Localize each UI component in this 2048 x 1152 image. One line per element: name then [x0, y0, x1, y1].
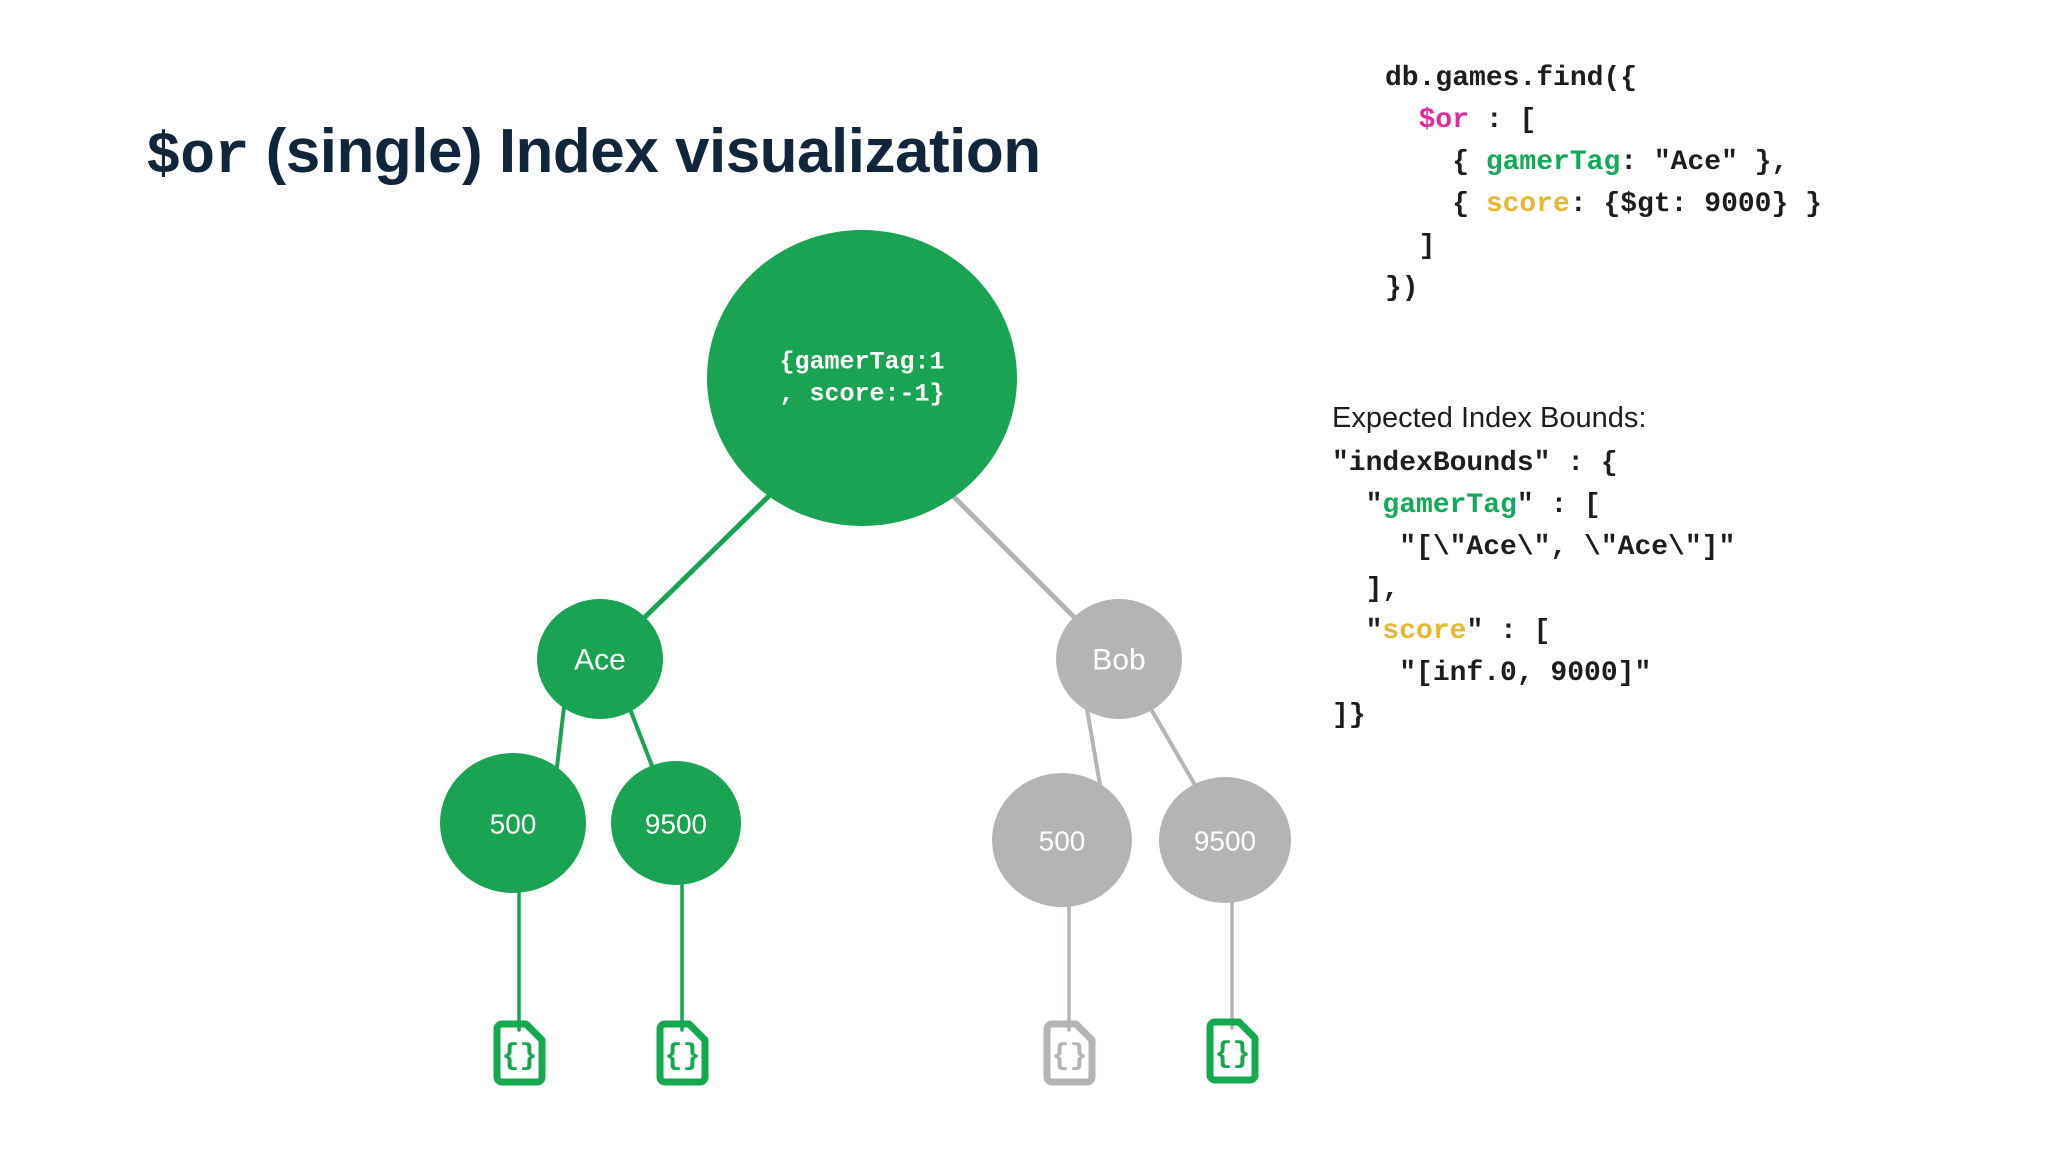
tree-edges-group	[517, 490, 1234, 1032]
tree-node-root-label-line2: , score:-1}	[779, 380, 944, 409]
query-code-line: $or : [	[1385, 100, 1822, 142]
document-outline	[1206, 1018, 1259, 1084]
page-title-operator: $or	[146, 125, 249, 190]
braces-icon: {}	[664, 1040, 700, 1074]
document-outline	[1043, 1020, 1096, 1086]
index-bounds-code-token: " : [	[1466, 616, 1551, 647]
index-bounds-code-line: "indexBounds" : {	[1332, 443, 1735, 485]
tree-node-level3-score[interactable]	[992, 773, 1132, 907]
index-bounds-code-line: ],	[1332, 569, 1735, 611]
tree-node-level3-label: 500	[1039, 826, 1086, 857]
query-code-token: : {$gt: 9000} }	[1569, 189, 1822, 220]
document-icon[interactable]: {}	[1206, 1018, 1259, 1084]
tree-nodes-group: {gamerTag:1 , score:-1} Ace Bob 500 9500 500 95…	[440, 230, 1291, 907]
query-code-line: ]	[1385, 226, 1822, 268]
index-bounds-code-token: "[inf.0, 9000]"	[1332, 658, 1652, 689]
tree-node-level3-label: 500	[490, 809, 537, 840]
index-bounds-code-token: score	[1382, 616, 1467, 647]
index-bounds-code-token: ]}	[1332, 700, 1366, 731]
index-bounds-code-token: "	[1332, 616, 1383, 647]
query-code-token: $or	[1418, 105, 1470, 136]
query-code-line: })	[1385, 268, 1822, 310]
page-title: $or (single) Index visualization	[146, 119, 1041, 189]
index-bounds-code-line: "[inf.0, 9000]"	[1332, 653, 1735, 695]
query-code-token: score	[1485, 189, 1570, 220]
tree-node-root-label-line1: {gamerTag:1	[779, 348, 944, 377]
index-bounds-code-token: " : [	[1516, 490, 1601, 521]
tree-documents-group: {} {} {} {}	[493, 1018, 1259, 1086]
tree-node-level2-bob[interactable]	[1056, 599, 1182, 719]
tree-node-level3-score[interactable]	[440, 753, 586, 893]
document-icon[interactable]: {}	[1043, 1020, 1096, 1086]
tree-node-level2-label: Bob	[1092, 644, 1145, 677]
braces-icon: {}	[501, 1040, 537, 1074]
braces-icon: {}	[1214, 1038, 1250, 1072]
tree-node-level3-score[interactable]	[1159, 777, 1291, 903]
query-code-block: db.games.find({ $or : [ { gamerTag: "Ace…	[1385, 58, 1822, 310]
query-code-token: })	[1385, 273, 1419, 304]
index-bounds-code-block: "indexBounds" : { "gamerTag" : [ "[\"Ace…	[1332, 443, 1735, 737]
braces-icon: {}	[1051, 1040, 1087, 1074]
tree-edge-root-left	[642, 490, 775, 620]
tree-edge-bob-left	[1085, 707, 1102, 787]
query-code-line: db.games.find({	[1385, 58, 1822, 100]
tree-node-level2-ace[interactable]	[537, 599, 663, 719]
tree-edge-ace-left	[555, 705, 566, 769]
tree-edge-ace-right	[628, 707, 654, 768]
query-code-token: {	[1385, 189, 1486, 220]
query-code-token: ]	[1385, 231, 1436, 262]
document-outline	[493, 1020, 546, 1086]
query-code-line: { gamerTag: "Ace" },	[1385, 142, 1822, 184]
index-bounds-code-line: "[\"Ace\", \"Ace\"]"	[1332, 527, 1735, 569]
tree-node-level3-score[interactable]	[611, 761, 741, 885]
query-code-token: : "Ace" },	[1620, 147, 1789, 178]
document-outline	[656, 1020, 709, 1086]
tree-edge-bob-right	[1149, 707, 1197, 787]
query-code-token: : [	[1469, 105, 1537, 136]
index-bounds-code-token: "[\"Ace\", \"Ace\"]"	[1332, 532, 1736, 563]
index-bounds-code-token: "indexBounds" : {	[1332, 448, 1618, 479]
expected-index-bounds-heading: Expected Index Bounds:	[1332, 402, 1647, 434]
document-icon[interactable]: {}	[656, 1020, 709, 1086]
tree-node-level2-label: Ace	[574, 644, 626, 677]
tree-node-level3-label: 9500	[645, 809, 707, 840]
index-bounds-code-line: "score" : [	[1332, 611, 1735, 653]
query-code-token: {	[1385, 147, 1486, 178]
index-bounds-code-line: "gamerTag" : [	[1332, 485, 1735, 527]
index-bounds-code-line: ]}	[1332, 695, 1735, 737]
index-bounds-code-token: gamerTag	[1382, 490, 1517, 521]
tree-edge-root-right	[947, 490, 1077, 620]
tree-node-level3-label: 9500	[1194, 826, 1256, 857]
query-code-line: { score: {$gt: 9000} }	[1385, 184, 1822, 226]
index-bounds-code-token: ],	[1332, 574, 1400, 605]
tree-node-root-index[interactable]	[707, 230, 1017, 526]
index-bounds-code-token: "	[1332, 490, 1383, 521]
page-title-rest: (single) Index visualization	[248, 117, 1041, 186]
document-icon[interactable]: {}	[493, 1020, 546, 1086]
query-code-token: gamerTag	[1485, 147, 1621, 178]
query-code-token: db.games.find({	[1385, 63, 1638, 94]
